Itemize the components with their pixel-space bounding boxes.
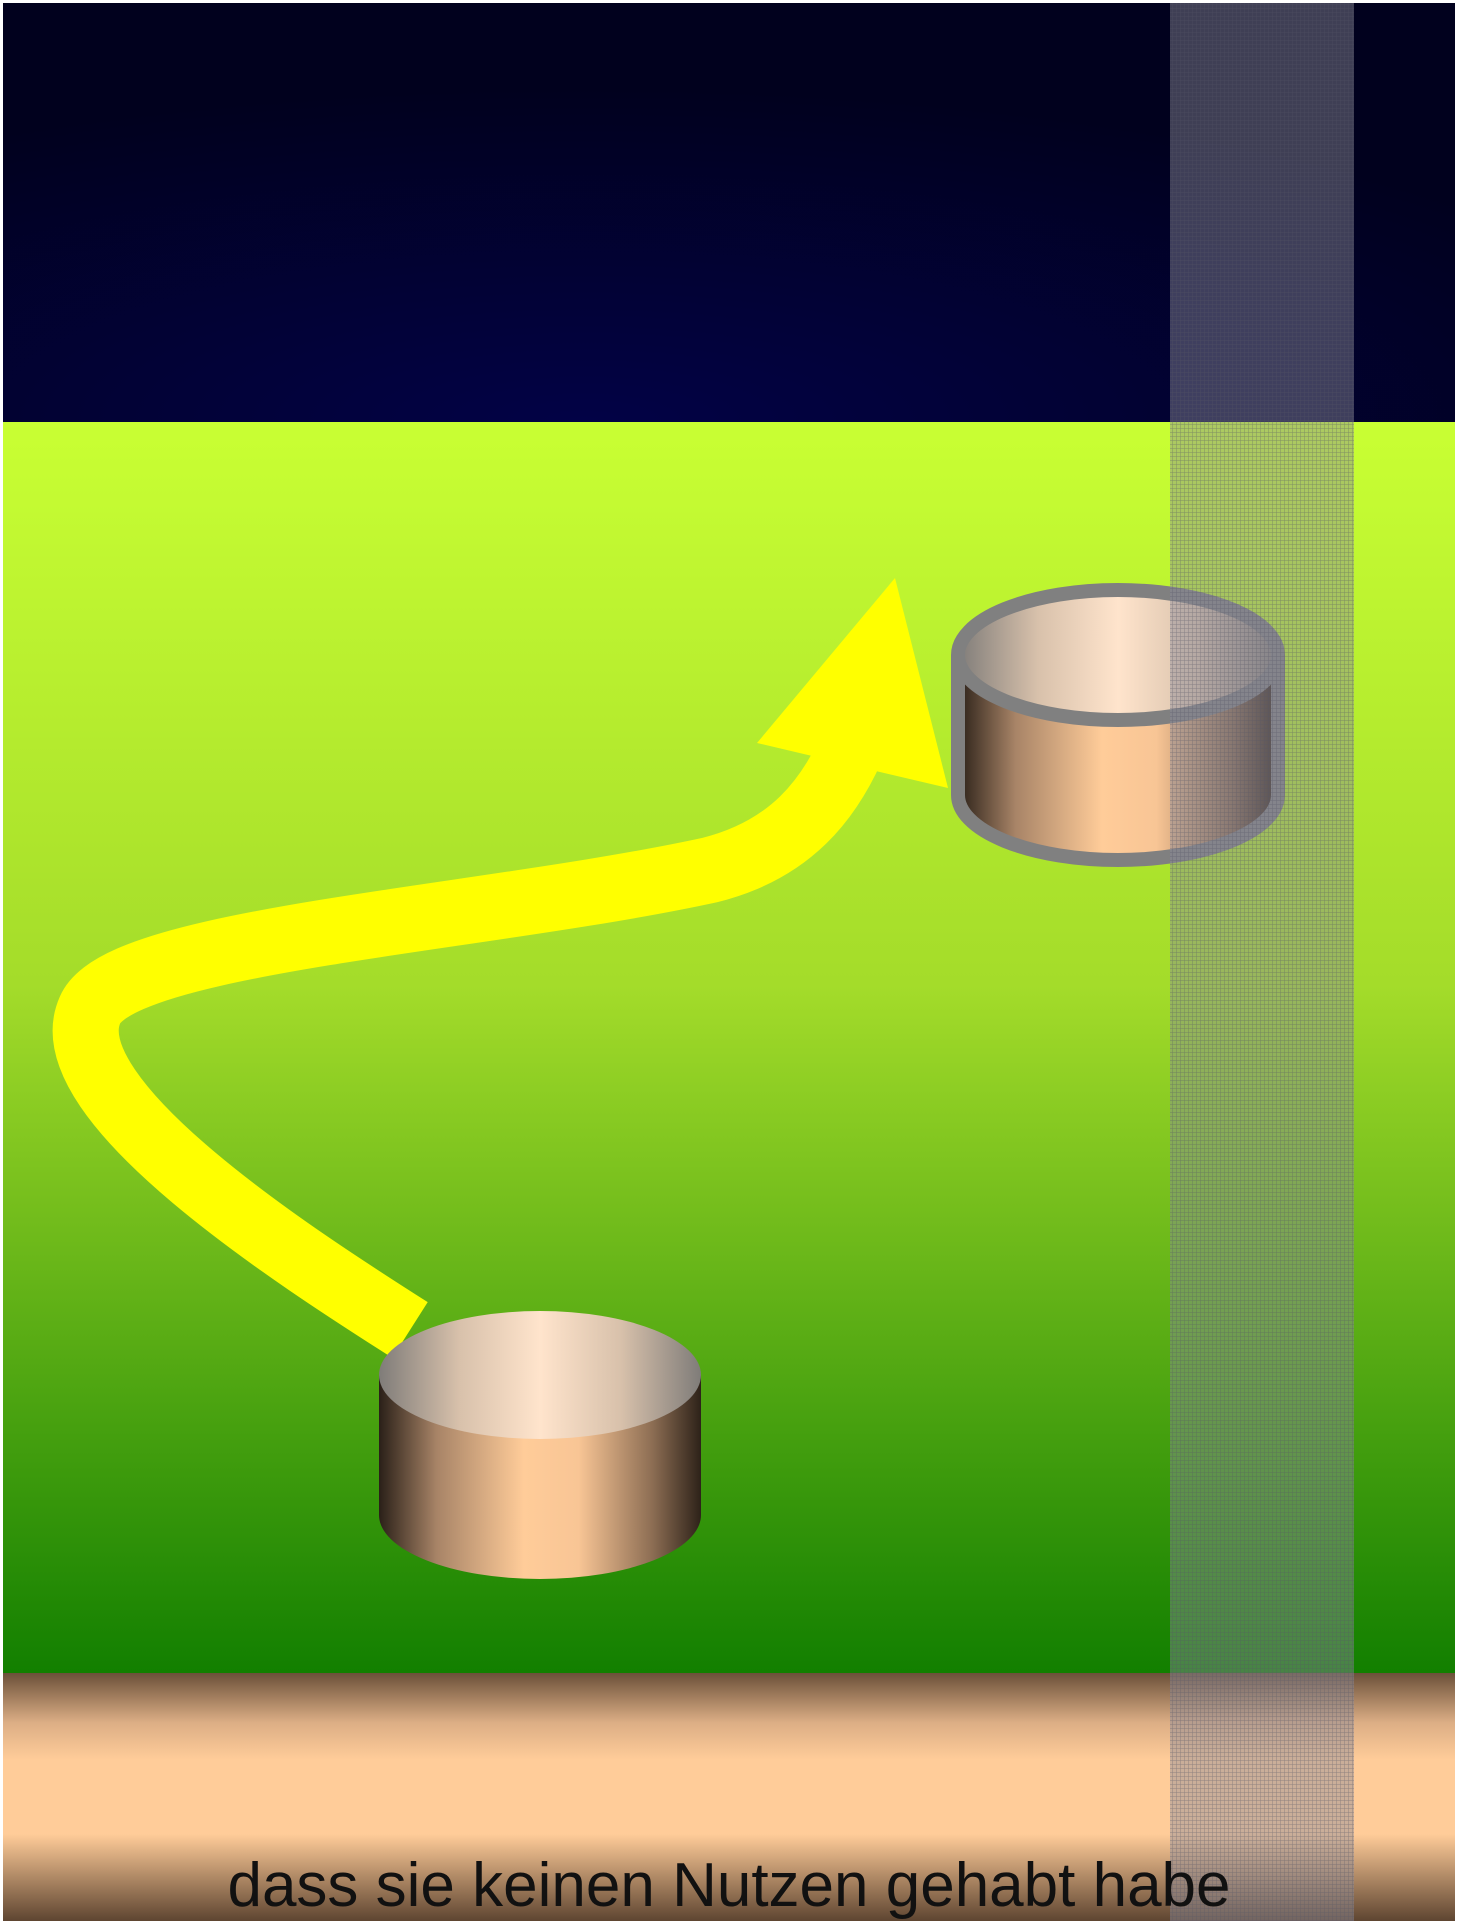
arrow-head: [757, 578, 948, 788]
arrow-shaft: [52, 726, 886, 1358]
caption-text: dass sie keinen Nutzen gehabt habe: [227, 1851, 1231, 1920]
overlay-strip: [1170, 3, 1354, 1921]
curved-arrow: [52, 578, 948, 1358]
lower-cylinder-top: [379, 1311, 701, 1439]
lower-cylinder: [379, 1311, 701, 1579]
